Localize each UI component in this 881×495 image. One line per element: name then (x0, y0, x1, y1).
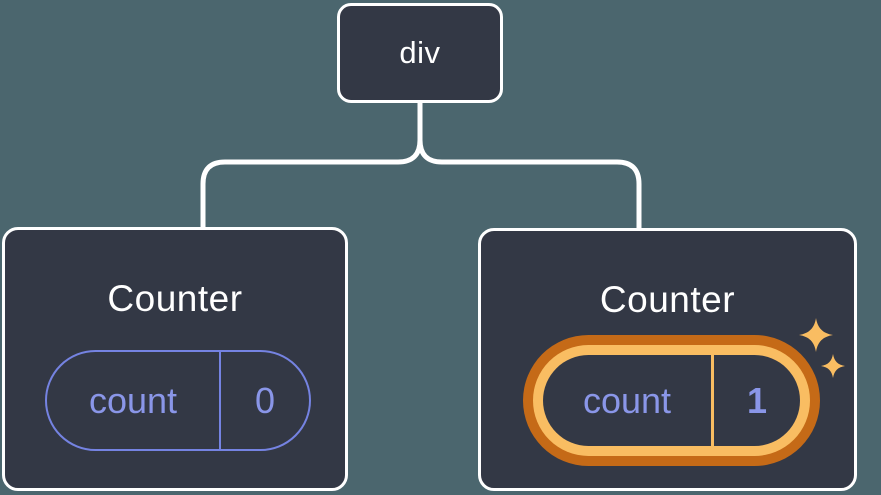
state-pill: count 1 (543, 355, 800, 446)
sparkles-icon (799, 318, 845, 378)
root-node-div: div (337, 3, 503, 103)
state-pill-highlight-ring-inner: count 1 (533, 345, 810, 456)
state-pill-highlight-ring: count 1 (523, 335, 820, 466)
counter-card-left: Counter count 0 (2, 227, 348, 491)
sparkle-large-icon (799, 318, 833, 352)
state-key-label: count (88, 379, 178, 421)
counter-title: Counter (599, 279, 736, 320)
state-key-label: count (582, 379, 672, 421)
counter-card-right: Counter count 1 (478, 228, 857, 491)
state-value: 0 (219, 352, 309, 449)
state-value: 1 (711, 355, 800, 446)
connector-left-branch (200, 98, 423, 233)
root-node-label: div (399, 35, 441, 70)
sparkle-small-icon (821, 354, 845, 378)
counter-title: Counter (107, 278, 243, 319)
state-pill: count 0 (45, 350, 311, 451)
connector-right-branch (417, 98, 642, 233)
